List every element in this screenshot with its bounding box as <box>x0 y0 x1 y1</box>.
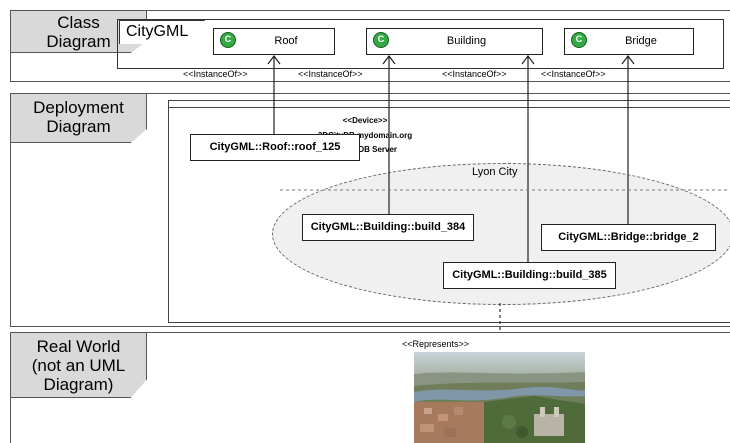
object-bridge-2[interactable]: CityGML::Bridge::bridge_2 <box>541 224 716 251</box>
deployment-label-line2: Diagram <box>46 117 111 136</box>
real-world-label-line1: Real World <box>36 337 121 356</box>
real-world-label: Real World (not an UML Diagram) <box>10 332 147 398</box>
real-world-label-line3: Diagram) <box>43 375 114 394</box>
lyon-city-photo <box>414 352 585 443</box>
class-roof[interactable]: C Roof <box>213 28 335 55</box>
class-icon: C <box>373 32 389 48</box>
citygml-package <box>117 19 724 69</box>
class-name: Roof <box>274 35 298 47</box>
device-stereotype: <<Device>> <box>342 116 388 125</box>
deployment-diagram-label: Deployment Diagram <box>10 93 147 143</box>
class-icon: C <box>220 32 236 48</box>
instance-of-label: <<InstanceOf>> <box>183 69 248 79</box>
node-name: Lyon City <box>472 166 518 178</box>
device-3d-top <box>168 100 730 108</box>
device-name: 3DCityDB Server <box>332 145 398 154</box>
instance-of-label: <<InstanceOf>> <box>541 69 606 79</box>
class-bridge[interactable]: C Bridge <box>564 28 694 55</box>
deployment-label-line1: Deployment <box>33 98 124 117</box>
package-name: CityGML <box>119 20 205 44</box>
object-building-385[interactable]: CityGML::Building::build_385 <box>443 262 616 289</box>
class-name: Building <box>446 35 487 47</box>
class-name: Bridge <box>625 35 657 47</box>
device-host: 3DCityDB.mydomain.org <box>317 131 413 140</box>
class-building[interactable]: C Building <box>366 28 543 55</box>
represents-label: <<Represents>> <box>402 339 470 349</box>
object-building-384[interactable]: CityGML::Building::build_384 <box>302 214 474 241</box>
real-world-label-line2: (not an UML <box>31 356 126 375</box>
device-node <box>168 107 730 323</box>
instance-of-label: <<InstanceOf>> <box>298 69 363 79</box>
class-icon: C <box>571 32 587 48</box>
class-diagram-label-line2: Diagram <box>46 32 111 51</box>
class-diagram-label-line1: Class <box>57 13 100 32</box>
instance-of-label: <<InstanceOf>> <box>442 69 507 79</box>
object-roof-125[interactable]: CityGML::Roof::roof_125 <box>190 134 360 161</box>
